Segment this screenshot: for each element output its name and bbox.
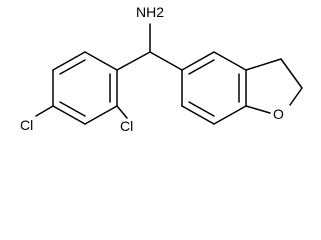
chloro-ortho-label: Cl [120,118,133,134]
bond [280,58,303,89]
bond [84,51,118,71]
bond [245,105,271,114]
double-bond [188,59,215,75]
bond-ch-to-benzofuran [149,51,183,71]
double-bond [59,59,86,75]
bond [181,51,215,71]
oxygen-label: O [273,106,284,122]
bond [289,87,303,106]
dihydrofuran-ring [245,58,303,114]
double-bond [59,101,86,117]
dichlorophenyl-ring [52,51,118,125]
bond-ring-to-ch [116,51,151,71]
benzofuran-benzene-ring [181,51,247,125]
chloro-para-label: Cl [20,117,33,133]
bond [245,58,282,71]
bond [213,105,247,125]
chemical-structure: NH2 Cl Cl O [20,4,303,134]
bond [181,105,215,125]
bond [52,105,86,125]
bond-to-cl-para [35,105,54,117]
bond [52,51,86,71]
bond-to-cl-ortho [116,105,128,119]
bond [84,105,118,125]
amine-label: NH2 [136,4,164,20]
bond [213,51,247,71]
double-bond [188,101,215,117]
